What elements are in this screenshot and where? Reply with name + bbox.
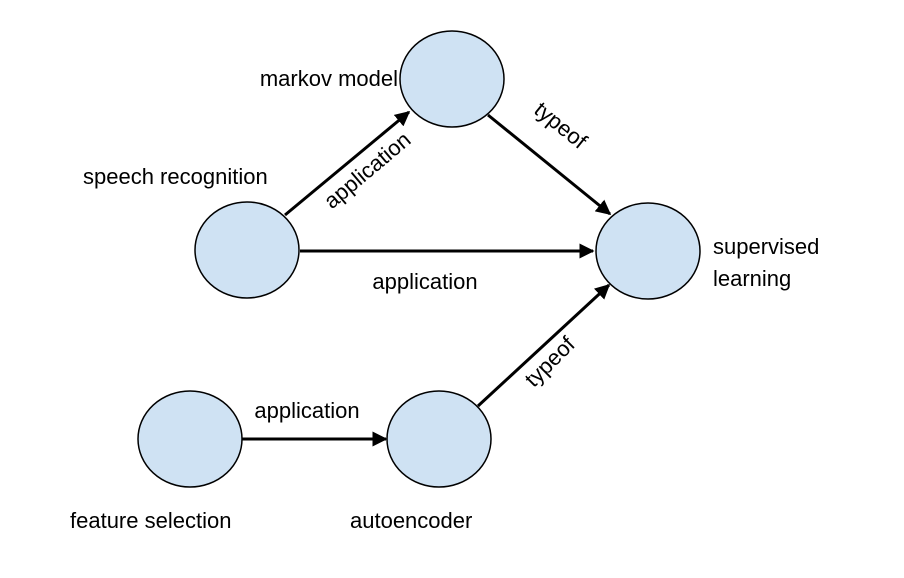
edge-label-markov-to-supervised: typeof bbox=[530, 97, 593, 155]
node-supervised-learning bbox=[595, 202, 701, 300]
label-markov-model: markov model bbox=[260, 66, 398, 91]
edge-label-speech-to-markov: application bbox=[319, 127, 416, 214]
edge-label-speech-to-supervised: application bbox=[372, 269, 477, 294]
edge-label-feature-to-autoencoder: application bbox=[254, 398, 359, 423]
label-speech-recognition: speech recognition bbox=[83, 164, 268, 189]
edge-autoencoder-to-supervised bbox=[476, 283, 611, 408]
edge-speech-to-markov bbox=[284, 110, 411, 217]
edge-markov-to-supervised bbox=[487, 113, 612, 216]
label-autoencoder: autoencoder bbox=[350, 508, 472, 533]
node-markov-model bbox=[399, 30, 505, 128]
label-feature-selection: feature selection bbox=[70, 508, 231, 533]
node-feature-selection bbox=[137, 390, 243, 488]
label-supervised-line2: learning bbox=[713, 266, 791, 291]
label-supervised-line1: supervised bbox=[713, 234, 819, 259]
node-speech-recognition bbox=[194, 201, 300, 299]
node-autoencoder bbox=[386, 390, 492, 488]
